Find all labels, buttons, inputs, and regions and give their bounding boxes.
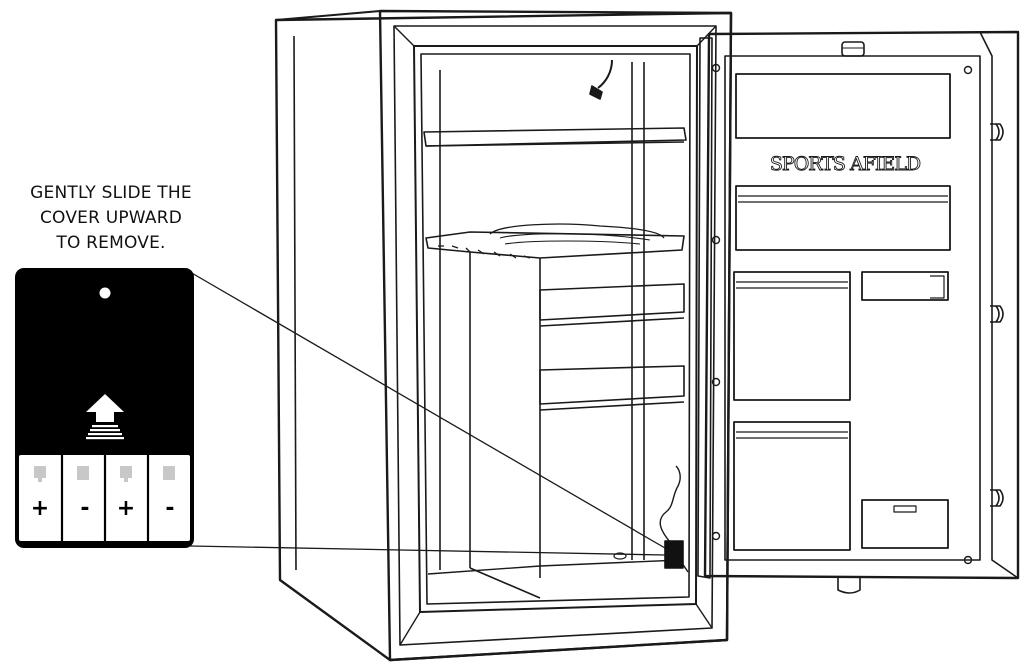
terminal-label-2: - [80, 496, 89, 521]
safe-door [697, 30, 1020, 594]
callout-lines [189, 271, 666, 556]
door-brand-label: SPORTS AFIELD [770, 153, 921, 175]
instruction-line-2: COVER UPWARD [39, 208, 183, 228]
cover-hole-icon [99, 287, 111, 299]
terminal-label-4: - [165, 496, 174, 521]
safe-interior [423, 59, 689, 599]
instruction-line-3: TO REMOVE. [56, 233, 166, 253]
battery-box-detail [15, 268, 194, 548]
arrow-up-icon [86, 394, 124, 440]
instruction-text: GENTLY SLIDE THE COVER UPWARD TO REMOVE. [0, 181, 222, 256]
terminal-label-1: + [31, 496, 49, 521]
safe-body [274, 9, 733, 662]
instruction-line-1: GENTLY SLIDE THE [30, 183, 192, 203]
door-bolts [990, 123, 1004, 507]
terminal-label-3: + [117, 496, 135, 521]
